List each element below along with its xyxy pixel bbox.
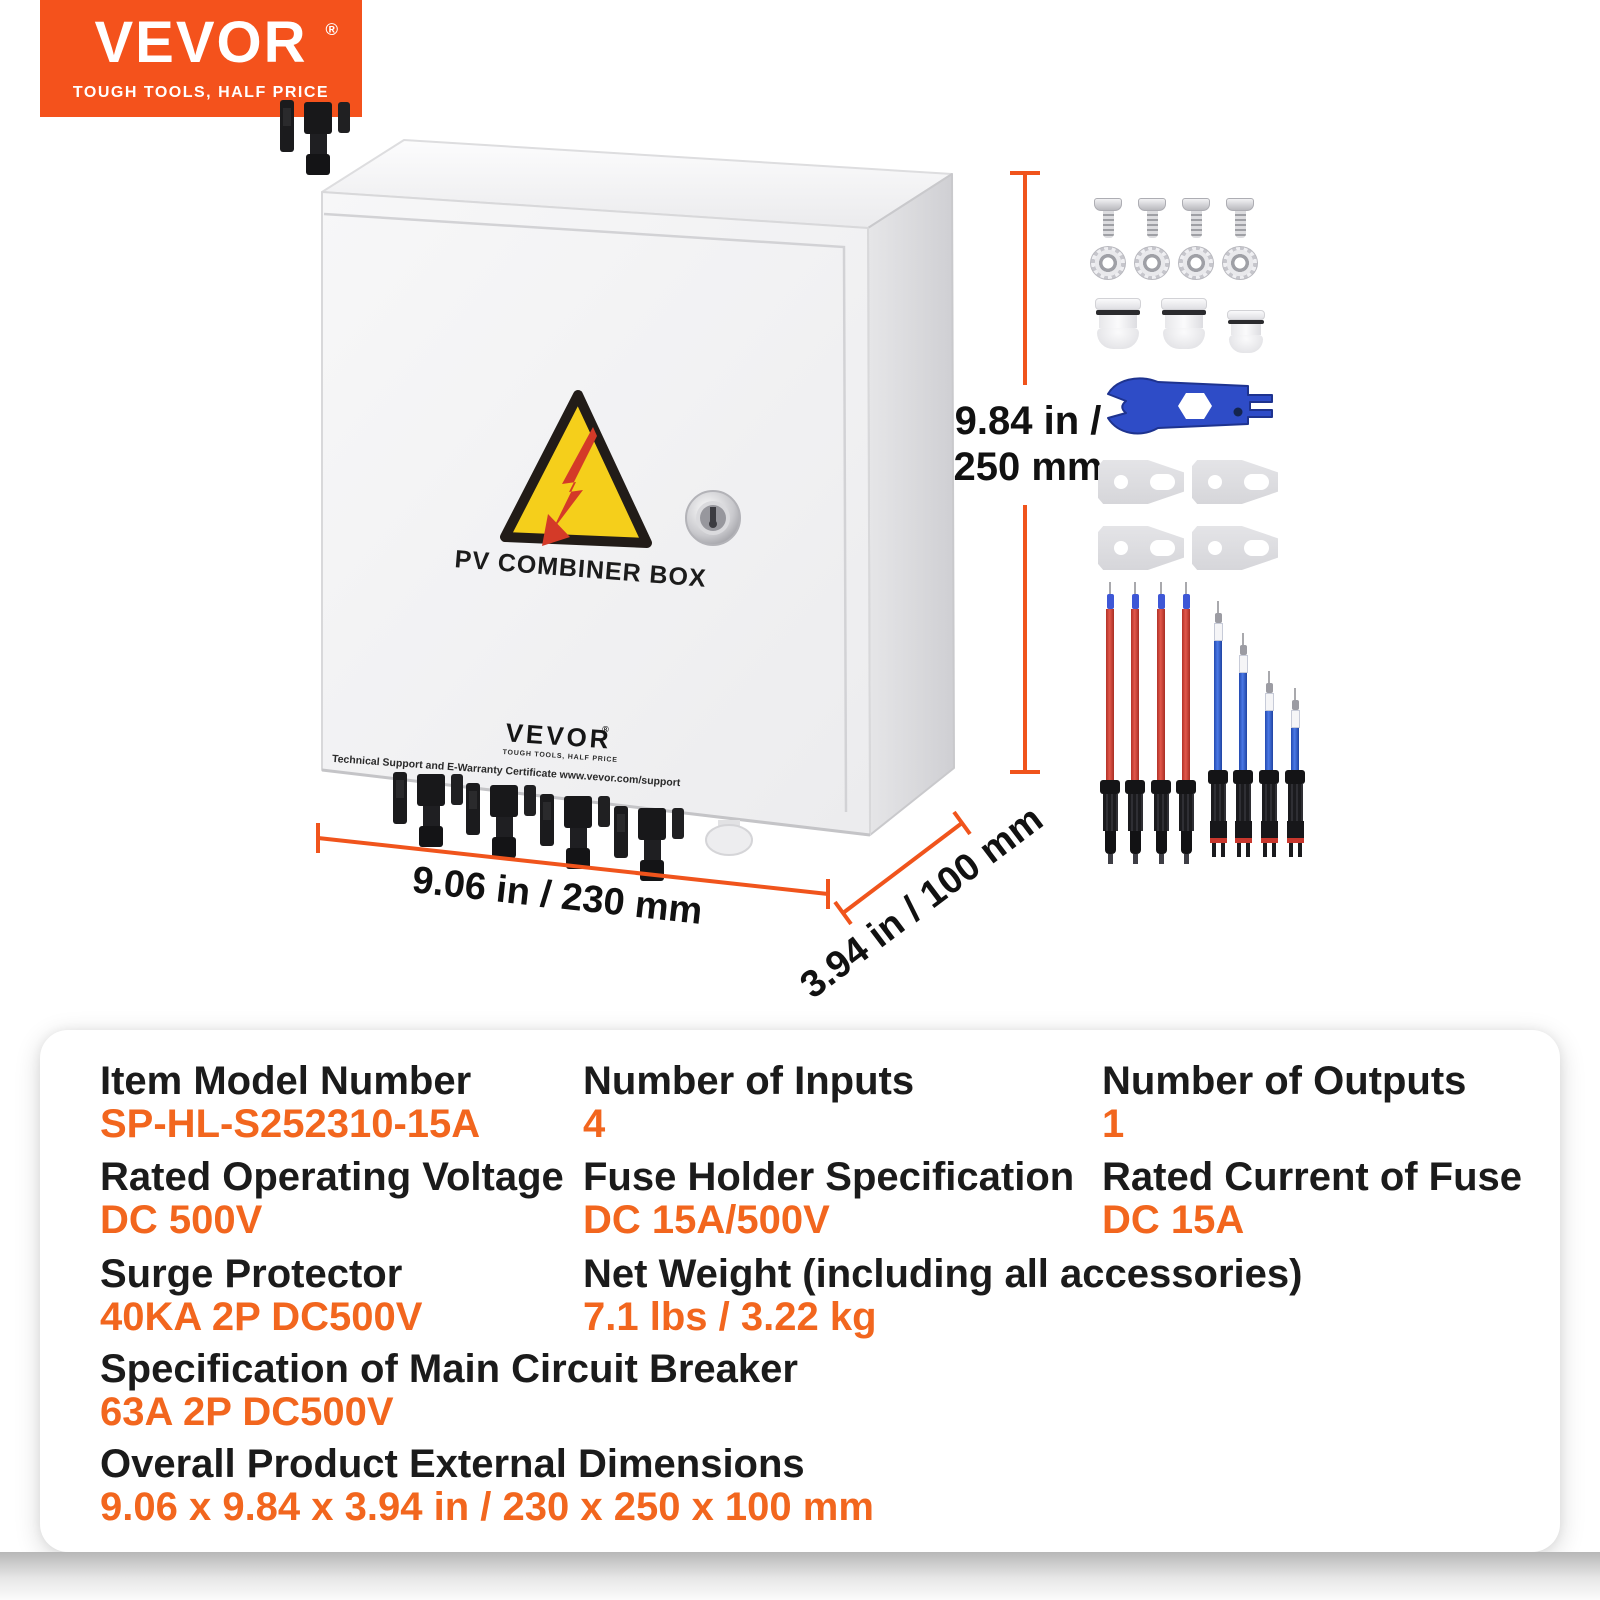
- spec-label: Item Model Number: [100, 1059, 472, 1103]
- spec-item-model-number: Item Model Number SP-HL-S252310-15A: [100, 1060, 480, 1146]
- pv-cable-red: [1099, 582, 1121, 864]
- spec-label: Number of Inputs: [583, 1059, 915, 1103]
- box-side-face: [867, 173, 955, 836]
- height-dimension: [1010, 171, 1040, 774]
- pv-cable-blue: [1284, 688, 1306, 857]
- spec-fuse-holder-specification: Fuse Holder Specification DC 15A/500V: [583, 1156, 1074, 1242]
- pv-cable-red: [1124, 582, 1146, 864]
- spec-number-of-inputs: Number of Inputs 4: [583, 1060, 914, 1146]
- pv-cable-blue: [1232, 633, 1254, 857]
- pv-combiner-box-image: PV COMBINER BOX VEVOR ® TOUGH TOOLS, HAL…: [280, 100, 1103, 1007]
- pv-cable-blue: [1207, 601, 1229, 857]
- spec-value: 1: [1102, 1102, 1125, 1146]
- registered-mark: ®: [325, 20, 338, 39]
- spec-label: Fuse Holder Specification: [583, 1155, 1075, 1199]
- keyhole-lock-icon: [685, 490, 741, 546]
- height-dimension-label-line2: 250 mm: [954, 445, 1103, 489]
- specifications-panel: Item Model Number SP-HL-S252310-15A Numb…: [40, 1030, 1560, 1552]
- flange-nut-icon: [1178, 246, 1214, 280]
- spec-overall-dimensions: Overall Product External Dimensions 9.06…: [100, 1443, 874, 1529]
- screw-icon: [1226, 198, 1254, 238]
- spec-surge-protector: Surge Protector 40KA 2P DC500V: [100, 1253, 422, 1339]
- spec-rated-operating-voltage: Rated Operating Voltage DC 500V: [100, 1156, 564, 1242]
- bottom-shadow-band: [0, 1552, 1600, 1600]
- spec-value: DC 500V: [100, 1198, 263, 1242]
- height-dimension-label-line1: 9.84 in /: [955, 399, 1102, 443]
- pv-cable-red: [1175, 582, 1197, 864]
- screw-icon: [1138, 198, 1166, 238]
- spec-label: Overall Product External Dimensions: [100, 1442, 805, 1486]
- spanner-wrench-icon: [1107, 377, 1273, 435]
- spec-number-of-outputs: Number of Outputs 1: [1102, 1060, 1466, 1146]
- screw-icon: [1182, 198, 1210, 238]
- mounting-plate-icon: [1098, 526, 1184, 570]
- spec-rated-current-of-fuse: Rated Current of Fuse DC 15A: [1102, 1156, 1522, 1242]
- mounting-plate-icon: [1192, 460, 1278, 504]
- brand-name: VEVOR: [94, 10, 308, 75]
- spec-value: 9.06 x 9.84 x 3.94 in / 230 x 250 x 100 …: [100, 1485, 874, 1529]
- box-bottom-edge: [321, 768, 871, 837]
- cable-gland-icon: [1227, 310, 1265, 353]
- flange-nut-icon: [1090, 246, 1126, 280]
- depth-dimension: [833, 810, 972, 926]
- spec-value: 4: [583, 1102, 606, 1146]
- lightning-bolt-icon: [552, 427, 597, 531]
- mounting-plate-icon: [1098, 460, 1184, 504]
- pv-cable-red: [1150, 582, 1172, 864]
- spec-main-circuit-breaker: Specification of Main Circuit Breaker 63…: [100, 1348, 798, 1434]
- spec-net-weight: Net Weight (including all accessories) 7…: [583, 1253, 1302, 1339]
- spec-value: SP-HL-S252310-15A: [100, 1102, 481, 1146]
- spec-label: Number of Outputs: [1102, 1059, 1467, 1103]
- flange-nut-icon: [1222, 246, 1258, 280]
- spec-value: 7.1 lbs / 3.22 kg: [583, 1295, 877, 1339]
- door-seam: [323, 212, 848, 813]
- pv-cable-blue: [1258, 671, 1280, 857]
- spec-label: Surge Protector: [100, 1252, 403, 1296]
- spec-value: DC 15A/500V: [583, 1198, 830, 1242]
- spec-value: 40KA 2P DC500V: [100, 1295, 423, 1339]
- enclosure-body: [321, 139, 955, 837]
- spec-value: 63A 2P DC500V: [100, 1390, 394, 1434]
- spec-label: Rated Current of Fuse: [1102, 1155, 1523, 1199]
- cable-gland-icon: [1095, 298, 1141, 349]
- width-dimension: [316, 823, 830, 909]
- lightning-arrowhead: [542, 514, 570, 546]
- brand-tagline: TOUGH TOOLS, HALF PRICE: [72, 84, 330, 101]
- spec-label: Rated Operating Voltage: [100, 1155, 564, 1199]
- box-brand-name: VEVOR: [505, 717, 613, 754]
- screw-icon: [1094, 198, 1122, 238]
- spec-label: Specification of Main Circuit Breaker: [100, 1347, 798, 1391]
- bottom-gland-dome: [705, 824, 753, 856]
- box-brand-registered: ®: [602, 724, 610, 734]
- spec-label: Net Weight (including all accessories): [583, 1252, 1303, 1296]
- flange-nut-icon: [1134, 246, 1170, 280]
- mc4-connectors: [280, 100, 753, 881]
- vevor-logo: VEVOR ® TOUGH TOOLS, HALF PRICE: [40, 0, 362, 117]
- spec-value: DC 15A: [1102, 1198, 1245, 1242]
- cable-gland-icon: [1161, 298, 1207, 349]
- mounting-plate-icon: [1192, 526, 1278, 570]
